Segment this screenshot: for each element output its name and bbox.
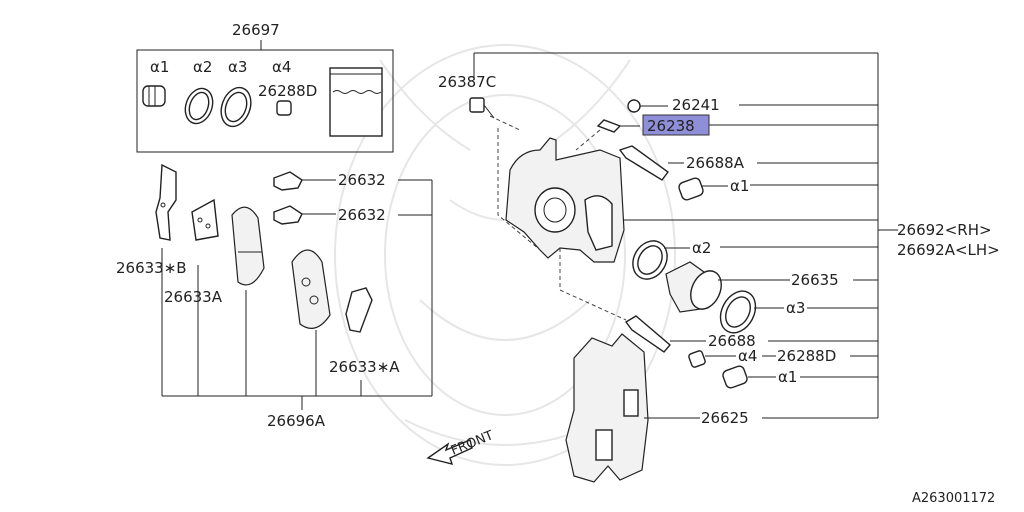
washer-part: [627, 99, 641, 113]
diagram-id: A263001172: [912, 491, 995, 506]
front-label: FRONT: [449, 428, 496, 459]
label-a4: α4: [738, 347, 757, 365]
caliper-body: [505, 137, 625, 263]
label-26688A: 26688A: [686, 154, 745, 172]
label-a1-upper: α1: [730, 177, 749, 195]
anti-squeal-shim-star-a: [345, 287, 373, 333]
brake-pad-inner: [231, 206, 265, 286]
caliper-assembly-bracket: [473, 52, 898, 419]
label-26387C: 26387C: [438, 73, 496, 91]
guide-pin-lower-part: [624, 315, 671, 353]
boot-a1-upper-part: [678, 177, 704, 201]
label-26635: 26635: [791, 271, 839, 289]
label-26625: 26625: [701, 409, 749, 427]
label-26238: 26238: [647, 117, 695, 135]
label-a3: α3: [786, 299, 805, 317]
label-a1-lower: α1: [778, 368, 797, 386]
label-26633B: 26633∗B: [116, 259, 187, 277]
bleeder-screw-part: [469, 97, 485, 113]
anti-squeal-shim-inner: [191, 198, 219, 241]
guide-pin-upper-part: [618, 145, 669, 181]
boot-a1-lower-part: [722, 365, 748, 389]
front-arrow-icon: [426, 439, 473, 465]
label-a2: α2: [692, 239, 711, 257]
pad-set-bracket: [161, 179, 433, 410]
kit-item-a4: α4: [272, 58, 291, 76]
label-26633-star-A: 26633∗A: [329, 358, 400, 376]
kit-box: 26697 α1 α2 α3 α4 26288D: [136, 21, 394, 153]
bleeder-plug-part: [596, 119, 622, 133]
kit-item-a1: α1: [150, 58, 169, 76]
pad-clip-upper: [273, 171, 303, 191]
kit-item-a3: α3: [228, 58, 247, 76]
piston-part: [665, 261, 722, 313]
label-26632-lower: 26632: [338, 206, 386, 224]
brake-pad-outer: [291, 249, 331, 329]
grease-packet: [329, 67, 383, 137]
label-26692A-lh: 26692A<LH>: [897, 241, 1000, 259]
label-26632-upper: 26632: [338, 171, 386, 189]
kit-bushing-part: [276, 100, 292, 116]
kit-sub-number: 26288D: [258, 82, 317, 100]
label-26692-rh: 26692<RH>: [897, 221, 992, 239]
kit-boot-part: [142, 85, 166, 107]
label-26688: 26688: [708, 332, 756, 350]
kit-box-number: 26697: [232, 21, 280, 39]
label-26288D: 26288D: [777, 347, 836, 365]
highlight-box-26238[interactable]: [642, 114, 710, 136]
label-26241: 26241: [672, 96, 720, 114]
bushing-a4-part: [688, 350, 706, 368]
anti-squeal-shim-outer: [155, 163, 177, 241]
pad-clip-lower: [273, 205, 303, 225]
label-26633A: 26633A: [164, 288, 223, 306]
support-bracket-part: [565, 333, 649, 483]
label-26696A: 26696A: [267, 412, 326, 430]
kit-item-a2: α2: [193, 58, 212, 76]
